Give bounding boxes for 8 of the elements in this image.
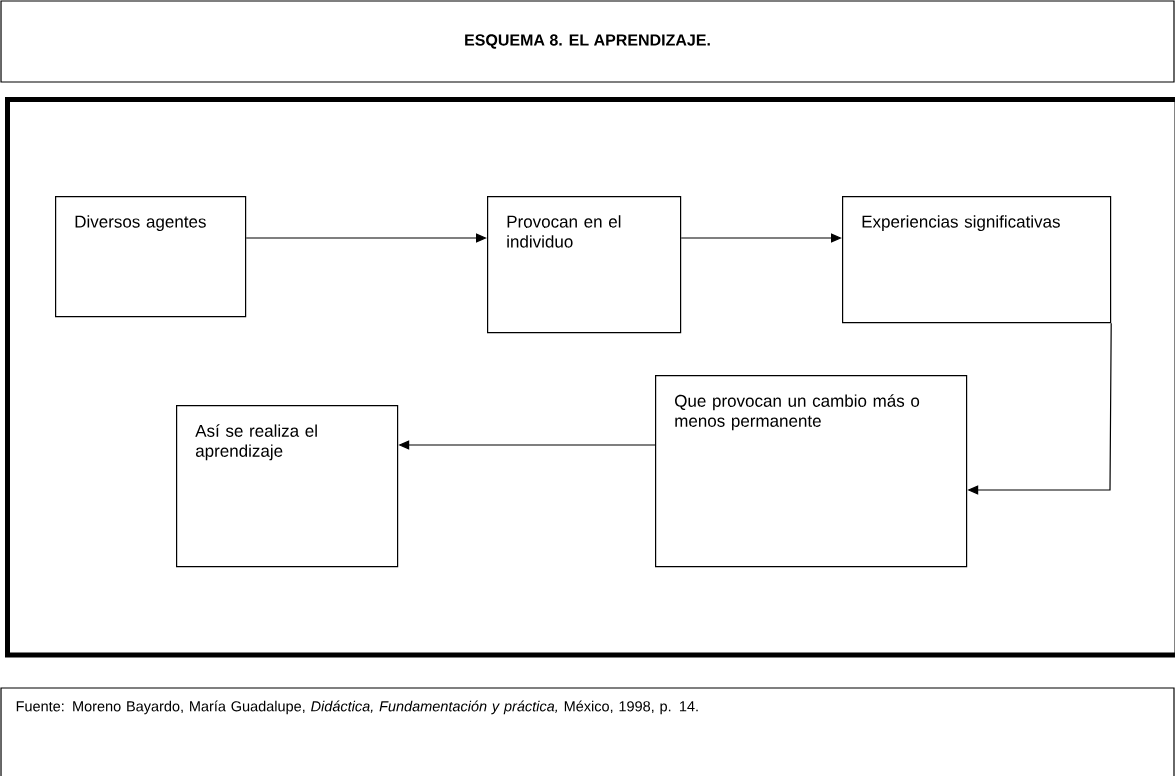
process-box: Que provocan un cambio más o menos permanente [655, 375, 968, 568]
arrow [245, 233, 487, 243]
process-box: Provocan en el individuo [487, 196, 682, 334]
title-box: ESQUEMA 8. EL APRENDIZAJE. [0, 0, 1175, 83]
process-box: Experiencias significativas [842, 196, 1112, 324]
caption-box: Fuente: Moreno Bayardo, María Guadalupe, Didáctica, Fundamentación y práctica, México, 1998, p. 14. [0, 687, 1175, 776]
process-box: Diversos agentes [55, 196, 247, 318]
process-box: Así se realiza el aprendizaje [176, 405, 399, 568]
